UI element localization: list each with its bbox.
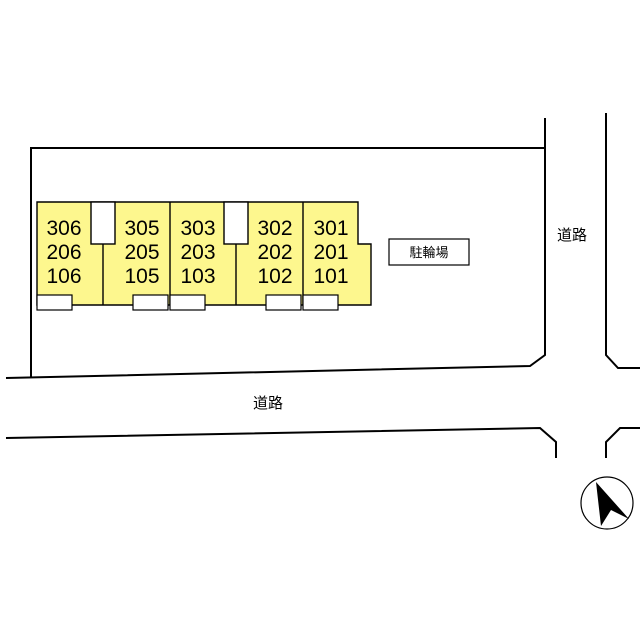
unit-number: 303 <box>180 217 215 240</box>
unit-number: 306 <box>46 217 81 240</box>
meter-box <box>265 294 302 311</box>
unit-number: 203 <box>180 241 215 264</box>
meter-box <box>36 294 73 311</box>
unit-305-group: 305 205 105 <box>124 217 159 288</box>
unit-number: 106 <box>46 265 81 288</box>
unit-number: 103 <box>180 265 215 288</box>
north-arrow-icon <box>580 476 634 530</box>
bottom-road-bottom-edge <box>5 426 557 458</box>
unit-302-group: 302 202 102 <box>257 217 292 288</box>
unit-number: 201 <box>313 241 348 264</box>
bicycle-parking-label: 駐輪場 <box>409 245 448 261</box>
stair-cutout <box>90 201 116 245</box>
meter-box <box>302 294 339 311</box>
right-road-lower-edge <box>605 427 640 458</box>
unit-number: 101 <box>313 265 348 288</box>
unit-number: 206 <box>46 241 81 264</box>
unit-number: 102 <box>257 265 292 288</box>
unit-303-group: 303 203 103 <box>180 217 215 288</box>
unit-number: 305 <box>124 217 159 240</box>
bottom-road-label: 道路 <box>253 394 283 412</box>
right-road-right-edge <box>605 113 640 369</box>
compass-arrow <box>596 482 629 526</box>
stair-cutout <box>223 201 249 245</box>
bicycle-parking-box <box>388 238 470 266</box>
unit-number: 205 <box>124 241 159 264</box>
meter-box <box>169 294 206 311</box>
unit-306-group: 306 206 106 <box>46 217 81 288</box>
unit-number: 105 <box>124 265 159 288</box>
unit-301-group: 301 201 101 <box>313 217 348 288</box>
building <box>36 201 372 311</box>
meter-box <box>132 294 169 311</box>
unit-number: 302 <box>257 217 292 240</box>
right-road-label: 道路 <box>557 226 587 244</box>
unit-number: 202 <box>257 241 292 264</box>
unit-number: 301 <box>313 217 348 240</box>
